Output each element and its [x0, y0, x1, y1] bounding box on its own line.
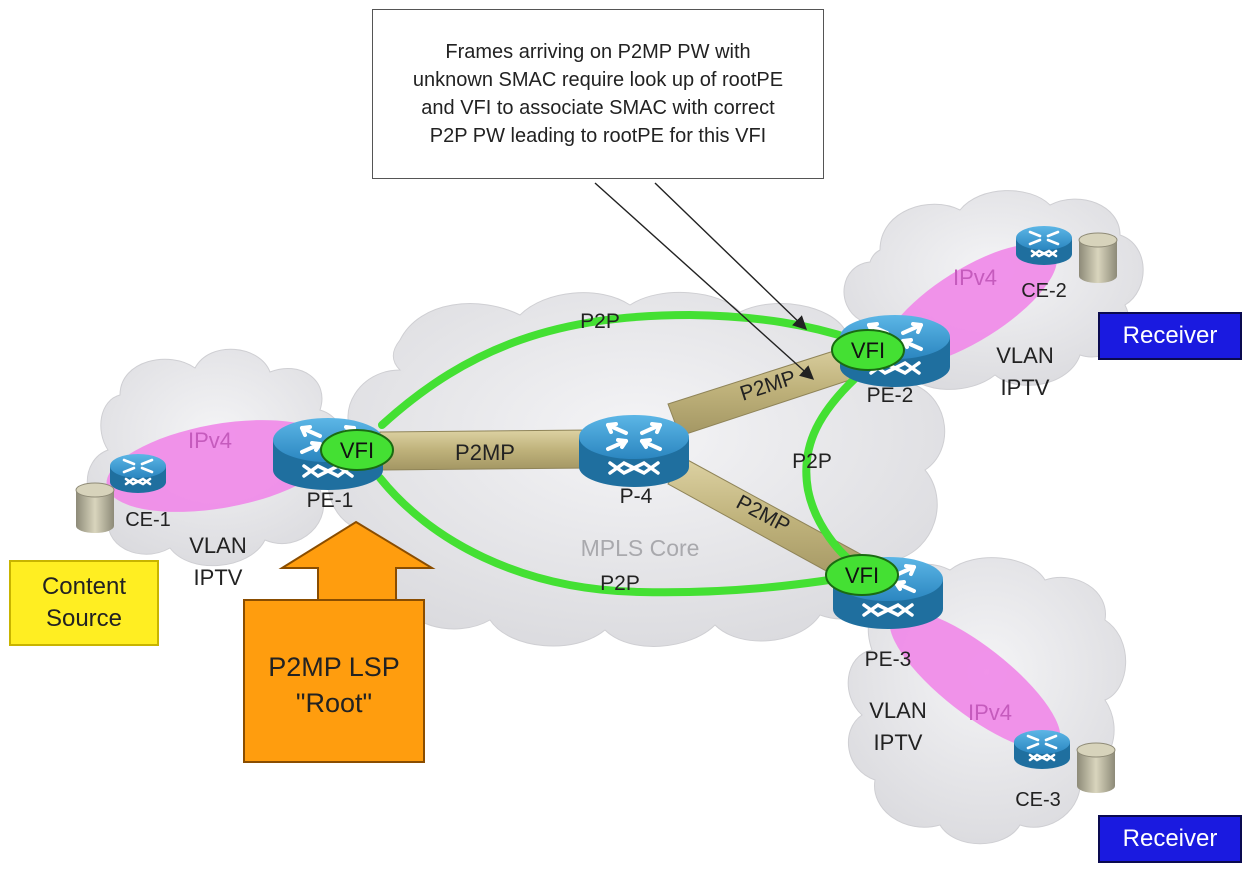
- node-label-ce1: CE-1: [125, 509, 171, 531]
- node-label-ce2: CE-2: [1021, 280, 1067, 302]
- receiver-box-top: Receiver: [1098, 312, 1242, 360]
- root-label-line2: "Root": [296, 688, 372, 718]
- router-icon: [1014, 224, 1074, 267]
- callout-box: Frames arriving on P2MP PW with unknown …: [372, 9, 824, 179]
- node-label-pe3: PE-3: [865, 648, 912, 671]
- content-source-box: Content Source: [9, 560, 159, 646]
- iptv-label-top-right: IPTV: [1001, 375, 1050, 400]
- callout-text: Frames arriving on P2MP PW with unknown …: [412, 41, 784, 147]
- router-icon: [108, 452, 168, 495]
- server-icon: [75, 482, 115, 534]
- receiver-box-bottom: Receiver: [1098, 815, 1242, 863]
- vfi-pe3: VFI: [825, 554, 899, 596]
- content-source-label: Content Source: [41, 573, 127, 632]
- p2mp-label-center: P2MP: [455, 440, 515, 465]
- ipv4-label-bottom-right: IPv4: [968, 700, 1012, 725]
- node-label-p4: P-4: [620, 485, 653, 508]
- root-label-line1: P2MP LSP: [268, 652, 400, 682]
- router-icon: [1012, 728, 1072, 771]
- server-icon: [1076, 742, 1116, 794]
- vlan-label-left: VLAN: [189, 533, 246, 558]
- arrow-up-icon: [243, 520, 436, 763]
- vlan-label-top-right: VLAN: [996, 343, 1053, 368]
- iptv-label-left: IPTV: [194, 565, 243, 590]
- p2p-label-right: P2P: [792, 450, 832, 473]
- ipv4-label-left: IPv4: [188, 428, 232, 453]
- node-label-ce3: CE-3: [1015, 789, 1061, 811]
- router-icon: [577, 413, 691, 489]
- p2p-link-pe1-pe3: [376, 474, 859, 597]
- iptv-label-bottom-right: IPTV: [874, 730, 923, 755]
- server-icon: [1078, 232, 1118, 284]
- ipv4-label-top-right: IPv4: [953, 265, 997, 290]
- svg-text:VFI: VFI: [851, 338, 885, 363]
- p2p-link-pe2-pe3: [802, 368, 866, 572]
- node-label-pe2: PE-2: [867, 384, 914, 407]
- svg-text:VFI: VFI: [340, 438, 374, 463]
- receiver-label: Receiver: [1122, 322, 1218, 349]
- node-label-pe1: PE-1: [307, 489, 354, 512]
- vfi-pe2: VFI: [831, 329, 905, 371]
- svg-text:VFI: VFI: [845, 563, 879, 588]
- ipv4-ellipse-bottom-right: [889, 610, 1061, 750]
- mpls-core-label: MPLS Core: [581, 535, 700, 561]
- callout-arrows: [594, 182, 815, 380]
- receiver-label: Receiver: [1122, 825, 1218, 852]
- p2p-label-bottom: P2P: [600, 572, 640, 595]
- vlan-label-bottom-right: VLAN: [869, 698, 926, 723]
- vfi-pe1: VFI: [320, 429, 394, 471]
- p2p-label-top: P2P: [580, 310, 620, 333]
